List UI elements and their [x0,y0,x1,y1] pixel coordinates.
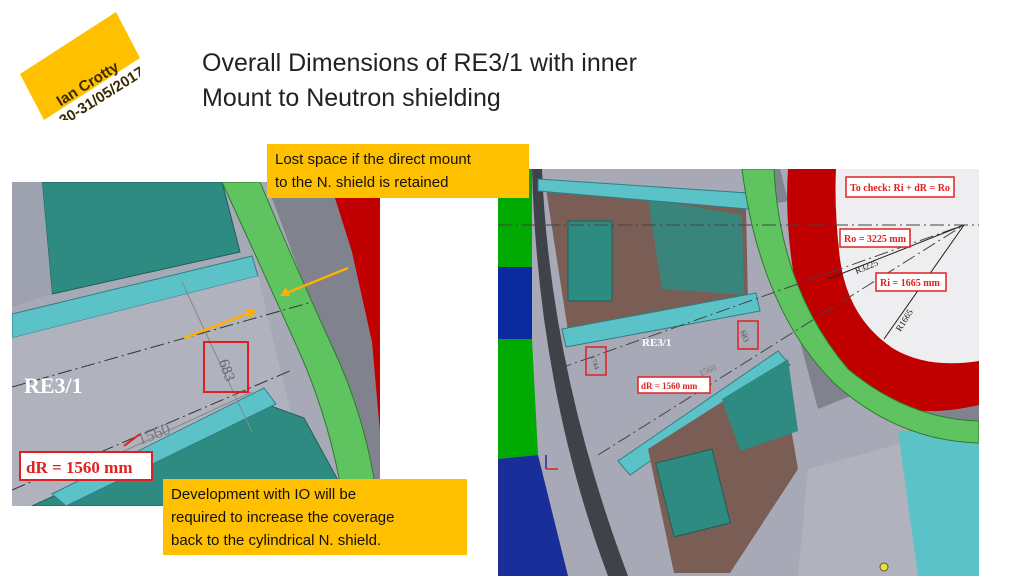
left-dr-box [19,451,153,481]
left-cad-view: 683 1560 RE3/1 dR = 1560 mm [12,182,380,506]
callout-development: Development with IO will be required to … [163,479,467,555]
right-rail-2 [561,292,761,348]
left-arrow-lower [183,310,253,340]
slide-title: Overall Dimensions of RE3/1 with inner M… [202,46,637,116]
right-ro-label: Ro = 3225 mm [844,234,907,245]
right-1744-box [585,346,607,376]
right-lower-chamber [655,448,731,538]
left-arrow-upper [283,266,349,296]
left-dim-pointer [123,433,141,447]
right-check-label: To check: Ri + dR = Ro [850,183,950,194]
right-ri-box [875,272,947,292]
left-upper-chamber [41,182,241,295]
left-chamber-label: RE3/1 [24,373,83,398]
left-dim-leader-2 [121,391,253,453]
right-cyan-block [898,431,979,576]
left-arrow-lower-head [246,310,256,319]
right-outer-dark-ring [532,169,628,576]
left-centerline-1 [12,301,313,388]
right-check-box [845,176,955,198]
right-centerline-2 [597,224,965,456]
callout-lost-space: Lost space if the direct mount to the N.… [267,144,529,198]
callout-development-line-2: required to increase the coverage [171,509,395,526]
right-chamber-label: RE3/1 [642,337,671,349]
left-dim-683: 683 [215,357,238,384]
slide-title-line-1: Overall Dimensions of RE3/1 with inner [202,49,637,77]
right-ri-label: Ri = 1665 mm [880,278,941,289]
slide-title-line-2: Mount to Neutron shielding [202,84,501,112]
right-lower-chamber-2 [722,359,798,451]
right-dr-label: dR = 1560 mm [641,381,698,391]
right-green-frame [741,169,979,444]
left-dr-label: dR = 1560 mm [26,458,133,477]
right-lower-steel [798,439,928,576]
right-blue-sector-bottom [498,455,568,576]
right-inner-bore [835,169,979,364]
left-upper-left-block [12,182,52,307]
right-blue-sector [498,267,532,339]
callout-lost-space-line-1: Lost space if the direct mount [275,151,471,168]
callout-development-line-3: back to the cylindrical N. shield. [171,532,382,549]
right-upper-chamber-2 [648,199,744,295]
right-683-box [737,320,759,350]
right-upper-chamber [567,220,613,302]
right-green-sector-bottom [498,339,538,459]
left-green-frame [221,182,379,506]
right-ro-box [839,228,911,248]
left-neutron-shield [330,182,380,432]
right-dr-box [637,376,711,394]
right-cad-view: To check: Ri + dR = Ro Ro = 3225 mm R322… [498,169,979,576]
callout-development-line-1: Development with IO will be [171,486,357,503]
right-dim-683: 683 [738,329,751,343]
left-683-box [203,341,249,393]
callout-lost-space-line-2: to the N. shield is retained [275,174,449,191]
author-date-stamp: Ian Crotty 30-31/05/2017 [20,12,140,120]
right-marker-dot [879,562,889,572]
left-dim-leader [181,281,253,433]
right-r3225-leader [827,224,965,280]
left-arrow-upper-head [280,287,290,296]
